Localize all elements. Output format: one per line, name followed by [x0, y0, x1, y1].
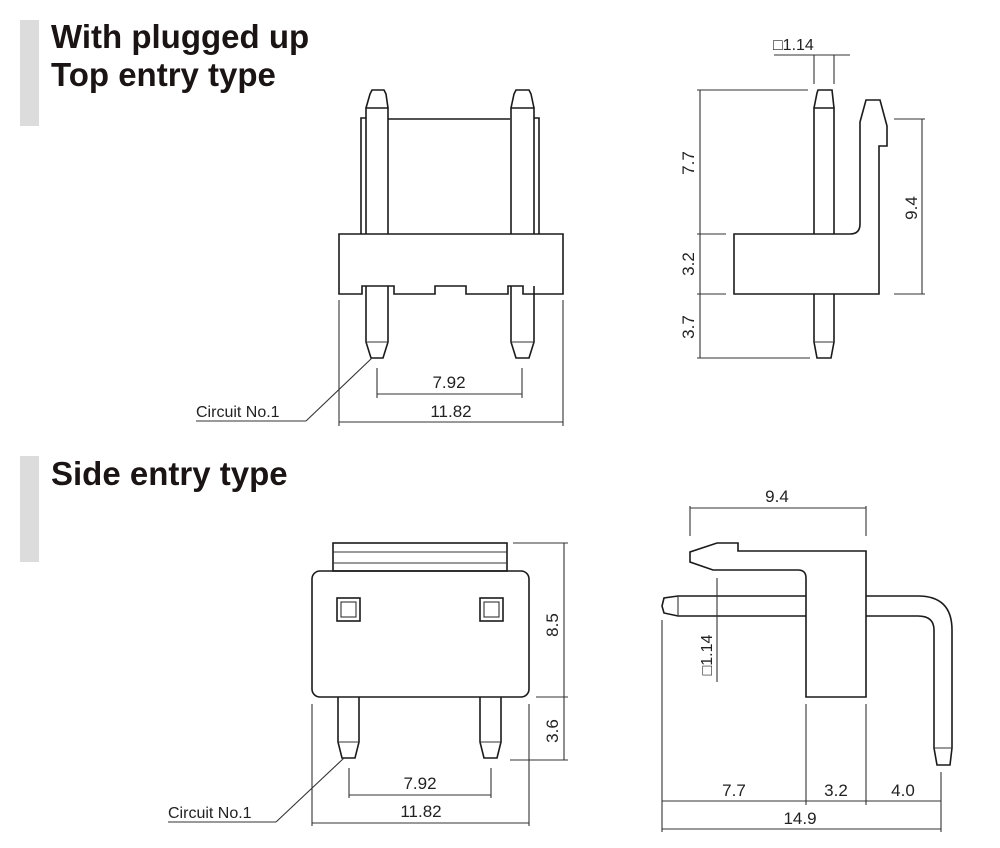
pin-left-upper: [360, 89, 389, 234]
housing-body: [311, 570, 530, 698]
pin-right-upper: [510, 89, 540, 234]
pin-right-lower: [510, 286, 535, 359]
side-pin-bent: [866, 595, 953, 766]
latch-rail: [332, 542, 508, 572]
pin-size-label: □1.14: [699, 635, 716, 676]
seg3-dim-label: 4.0: [891, 781, 915, 800]
side-pin-upper: [813, 107, 835, 234]
title-line-1: With plugged up: [51, 18, 310, 55]
housing-dim-label: 8.5: [543, 613, 562, 637]
title-line-2: Top entry type: [51, 56, 276, 93]
top-entry-side-view: □1.14 7.7 3.2 3.7 9.4: [679, 37, 925, 359]
pin-length-dim-label: 3.6: [543, 719, 562, 743]
top-width-dim-label: 9.4: [765, 487, 789, 506]
side-entry-side-view: 9.4 □1.14 7.7 3.2 4.0 14.9: [661, 487, 953, 832]
top-entry-front-view: 7.92 11.82 Circuit No.1: [196, 89, 564, 426]
housing-dim-label: 3.2: [679, 252, 698, 276]
section-accent-bar: [20, 456, 39, 562]
circuit-leader-line: [305, 357, 373, 422]
side-entry-front-view: 7.92 11.82 Circuit No.1 8.5 3.6: [168, 542, 568, 826]
pin-size-label: □1.14: [773, 37, 814, 54]
overall-length-dim-label: 14.9: [783, 809, 816, 828]
circuit-label: Circuit No.1: [168, 805, 252, 822]
circuit-label: Circuit No.1: [196, 404, 280, 421]
seg2-dim-label: 3.2: [824, 781, 848, 800]
side-housing: [733, 99, 888, 295]
side-pin-horizontal: [661, 595, 806, 617]
side-housing: [689, 542, 867, 698]
pin-right: [479, 697, 502, 759]
square-window-left: [336, 597, 361, 622]
housing-body: [338, 233, 564, 295]
upper-pin-dim-label: 7.7: [679, 151, 698, 175]
square-window-right: [479, 597, 504, 622]
section-title-side-entry: Side entry type: [51, 455, 288, 493]
lower-pin-dim-label: 3.7: [679, 315, 698, 339]
section-title-top-entry: With plugged up Top entry type: [51, 18, 309, 94]
pitch-dim-label: 7.92: [432, 373, 465, 392]
section-accent-bar: [20, 20, 39, 126]
side-pin-lower: [813, 294, 835, 359]
width-dim-label: 11.82: [400, 802, 441, 821]
pitch-dim-label: 7.92: [403, 774, 436, 793]
pin-left-lower: [365, 286, 389, 359]
width-dim-label: 11.82: [430, 402, 471, 421]
title-line-1: Side entry type: [51, 455, 288, 492]
latch-dim-label: 9.4: [902, 196, 921, 220]
pin-left: [337, 697, 360, 759]
seg1-dim-label: 7.7: [722, 781, 746, 800]
circuit-leader-line: [275, 757, 345, 823]
